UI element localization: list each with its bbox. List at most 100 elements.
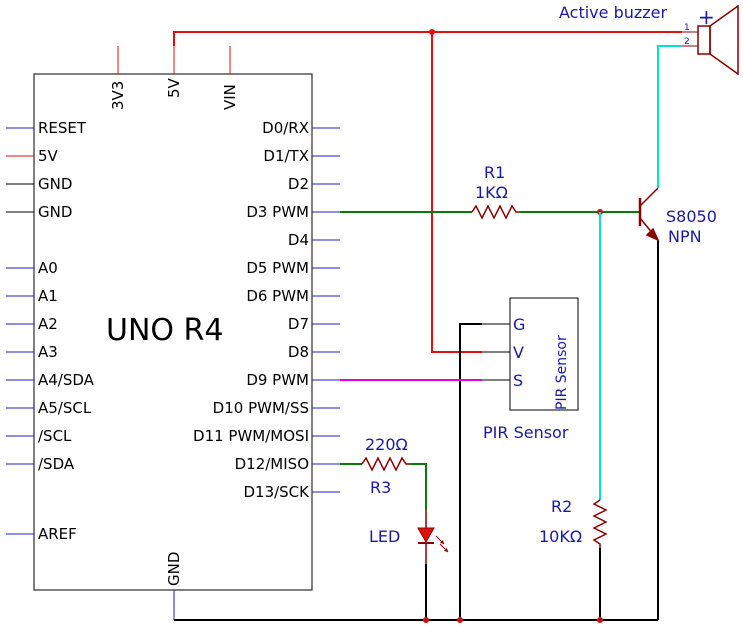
resistor-r1: R1 1KΩ: [471, 163, 520, 220]
board-outline: [33, 73, 313, 591]
r2-zigzag: [592, 499, 608, 548]
pir-pin-label-g: G: [513, 315, 525, 334]
left-pin-label: AREF: [38, 525, 77, 543]
left-pin-5v: 5V: [6, 147, 59, 165]
right-pin-label: D1/TX: [263, 147, 309, 165]
left-pin-sda: /SDA: [6, 455, 75, 473]
top-pin-label-3v3: 3V3: [109, 81, 127, 110]
right-pin-d9: D9 PWM: [246, 371, 340, 389]
pir-sensor: G V S PIR Sensor PIR Sensor: [482, 297, 579, 442]
r1-value-label: 1KΩ: [475, 183, 508, 202]
right-pin-d1: D1/TX: [263, 147, 340, 165]
buzzer-body: [697, 25, 711, 55]
resistor-r2: R2 10KΩ: [539, 497, 608, 548]
junction-gnd-r2: [597, 617, 603, 623]
pir-inner-label: PIR Sensor: [554, 335, 570, 410]
left-pin-a2: A2: [6, 315, 58, 333]
arduino-board: UNO R4 3V3 5V VIN RESET 5V GND GND A0: [6, 46, 340, 620]
wire-r3-to-led: [410, 463, 427, 510]
left-pin-label: /SCL: [38, 427, 72, 445]
pir-pin-label-s: S: [513, 371, 523, 390]
d12-net: [340, 463, 427, 510]
pir-pin-label-v: V: [513, 343, 524, 362]
active-buzzer: Active buzzer + 1 2: [559, 3, 739, 76]
led-emission-arrowhead-2: [444, 548, 448, 552]
right-pin-d4: D4: [288, 231, 340, 249]
board-title: UNO R4: [106, 313, 223, 348]
r3-zigzag: [361, 456, 410, 472]
buzzer-label: Active buzzer: [559, 3, 668, 22]
r2-name-label: R2: [551, 497, 572, 516]
led-triangle: [417, 527, 435, 544]
right-pin-label: D3 PWM: [246, 203, 309, 221]
wire-5v-rail: [173, 31, 682, 46]
right-pin-d6: D6 PWM: [246, 287, 340, 305]
right-pin-label: D12/MISO: [235, 455, 309, 473]
buzzer-plus-sign: +: [698, 5, 715, 29]
pir-title-label: PIR Sensor: [483, 423, 569, 442]
right-pin-label: D9 PWM: [246, 371, 309, 389]
transistor-model-label: S8050: [666, 207, 717, 226]
right-pin-d3: D3 PWM: [246, 203, 340, 221]
wire-buzzer-to-collector: [657, 45, 682, 188]
left-pin-a3: A3: [6, 343, 58, 361]
right-pin-d7: D7: [288, 315, 340, 333]
right-pin-d13: D13/SCK: [243, 483, 340, 501]
r1-name-label: R1: [484, 163, 505, 182]
right-pin-label: D0/RX: [262, 119, 309, 137]
r1-zigzag: [471, 204, 520, 220]
power-net: [173, 31, 682, 353]
left-pin-gnd-2: GND: [6, 203, 72, 221]
led: LED: [369, 510, 449, 564]
junction-gnd-pir: [457, 617, 463, 623]
wire-5v-to-pir: [431, 32, 482, 353]
transistor-emitter-arrow: [645, 227, 660, 242]
bottom-pin-label-gnd: GND: [165, 552, 183, 586]
left-pin-label: A2: [38, 315, 58, 333]
led-emission-arrowhead-1: [440, 540, 444, 544]
transistor-type-label: NPN: [668, 227, 702, 246]
right-pin-label: D13/SCK: [243, 483, 310, 501]
npn-transistor: [638, 187, 660, 242]
right-pin-label: D11 PWM/MOSI: [193, 427, 309, 445]
top-pin-label-5v: 5V: [165, 77, 183, 98]
right-pin-d0: D0/RX: [262, 119, 340, 137]
right-pin-label: D5 PWM: [246, 259, 309, 277]
junction-5v: [429, 29, 435, 35]
left-pin-gnd-1: GND: [6, 175, 72, 193]
r3-value-label: 220Ω: [365, 435, 408, 454]
left-pin-scl: /SCL: [6, 427, 72, 445]
left-pin-reset: RESET: [6, 119, 87, 137]
right-pin-d12: D12/MISO: [235, 455, 340, 473]
ground-net: [174, 240, 659, 621]
left-pin-label: /SDA: [38, 455, 75, 473]
right-pin-d11: D11 PWM/MOSI: [193, 427, 340, 445]
right-pin-d2: D2: [288, 175, 340, 193]
left-pin-label: GND: [38, 203, 72, 221]
right-pin-label: D2: [288, 175, 309, 193]
right-pin-label: D7: [288, 315, 309, 333]
left-pin-label: RESET: [38, 119, 87, 137]
left-pin-a5-scl: A5/SCL: [6, 399, 92, 417]
buzzer-net: [599, 45, 682, 500]
r3-name-label: R3: [370, 478, 391, 497]
left-pin-label: GND: [38, 175, 72, 193]
led-label: LED: [369, 527, 400, 546]
left-pin-label: A0: [38, 259, 58, 277]
left-pin-a1: A1: [6, 287, 58, 305]
pir-sensor-box: [509, 297, 579, 411]
buzzer-pin-2: 2: [684, 37, 690, 47]
left-pin-a0: A0: [6, 259, 58, 277]
left-pin-label: A5/SCL: [38, 399, 92, 417]
top-pin-label-vin: VIN: [221, 84, 239, 110]
right-pin-label: D8: [288, 343, 309, 361]
right-pin-label: D4: [288, 231, 309, 249]
left-pin-label: A3: [38, 343, 58, 361]
left-pin-a4-sda: A4/SDA: [6, 371, 95, 389]
left-pin-label: A1: [38, 287, 58, 305]
right-pin-d10: D10 PWM/SS: [213, 399, 340, 417]
buzzer-horn: [709, 4, 739, 76]
left-pin-label: 5V: [38, 147, 59, 165]
wire-gnd-to-pir: [459, 323, 482, 620]
